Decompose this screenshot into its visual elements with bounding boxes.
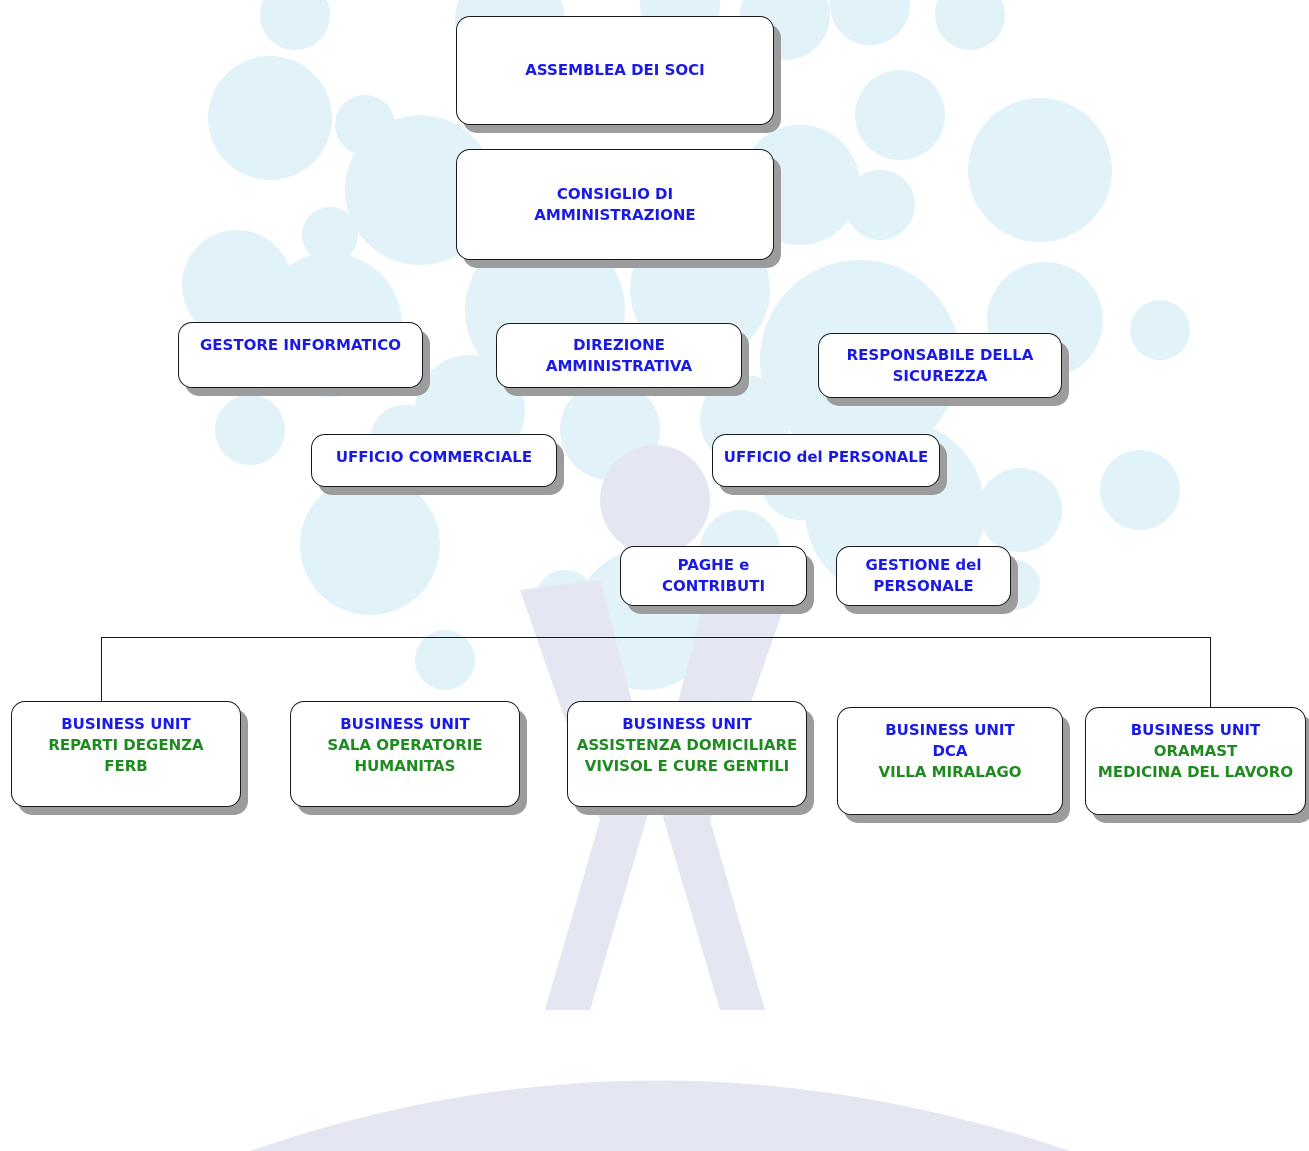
business-unit-reparti-degenza: BUSINESS UNIT REPARTI DEGENZA FERB	[11, 701, 241, 807]
business-unit-sala-operatorie: BUSINESS UNIT SALA OPERATORIE HUMANITAS	[290, 701, 520, 807]
business-unit-heading: BUSINESS UNIT	[61, 715, 191, 733]
business-unit-label: FERB	[104, 757, 148, 775]
node-assemblea-dei-soci: ASSEMBLEA DEI SOCI	[456, 16, 774, 125]
node-label: CONSIGLIO DI	[556, 184, 674, 203]
business-unit-label: ASSISTENZA DOMICILIARE	[576, 736, 798, 754]
business-unit-label: REPARTI DEGENZA	[48, 736, 204, 754]
node-label: AMMINISTRAZIONE	[534, 205, 696, 224]
business-unit-oramast: BUSINESS UNIT ORAMAST MEDICINA DEL LAVOR…	[1085, 707, 1306, 815]
figure-silhouette	[250, 445, 1070, 1151]
node-paghe-e-contributi: PAGHE e CONTRIBUTI	[620, 546, 807, 606]
node-ufficio-commerciale: UFFICIO COMMERCIALE	[311, 434, 557, 487]
node-responsabile-della-sicurezza: RESPONSABILE DELLA SICUREZZA	[818, 333, 1062, 398]
node-label: GESTORE INFORMATICO	[200, 336, 401, 354]
business-unit-label: VILLA MIRALAGO	[878, 763, 1022, 781]
business-unit-assistenza-domiciliare: BUSINESS UNIT ASSISTENZA DOMICILIARE VIV…	[567, 701, 807, 807]
node-label: SICUREZZA	[892, 366, 988, 385]
node-gestore-informatico: GESTORE INFORMATICO	[178, 322, 423, 388]
node-label: GESTIONE del	[865, 556, 982, 574]
business-unit-connector-h	[101, 637, 1211, 639]
business-unit-label: SALA OPERATORIE	[327, 736, 483, 754]
business-unit-heading: BUSINESS UNIT	[1130, 721, 1261, 739]
node-gestione-del-personale: GESTIONE del PERSONALE	[836, 546, 1011, 606]
business-unit-heading: BUSINESS UNIT	[340, 715, 470, 733]
node-label: PAGHE e	[677, 556, 750, 574]
business-unit-label: HUMANITAS	[354, 757, 456, 775]
node-label: DIREZIONE	[573, 335, 665, 354]
business-unit-label: ORAMAST	[1153, 742, 1238, 760]
business-unit-connector-right	[1210, 637, 1212, 707]
node-label: RESPONSABILE DELLA	[846, 345, 1034, 364]
node-ufficio-del-personale: UFFICIO del PERSONALE	[712, 434, 940, 487]
business-unit-label: DCA	[932, 742, 968, 760]
business-unit-heading: BUSINESS UNIT	[622, 715, 752, 733]
node-label: ASSEMBLEA DEI SOCI	[525, 61, 705, 79]
node-label: UFFICIO del PERSONALE	[723, 448, 929, 466]
business-unit-dca-villa-miralago: BUSINESS UNIT DCA VILLA MIRALAGO	[837, 707, 1063, 815]
node-direzione-amministrativa: DIREZIONE AMMINISTRATIVA	[496, 323, 742, 388]
node-label: CONTRIBUTI	[661, 577, 766, 595]
node-label: PERSONALE	[873, 577, 974, 595]
business-unit-label: VIVISOL E CURE GENTILI	[584, 757, 790, 775]
business-unit-heading: BUSINESS UNIT	[885, 721, 1015, 739]
node-label: AMMINISTRATIVA	[545, 356, 693, 375]
node-label: UFFICIO COMMERCIALE	[335, 448, 533, 466]
business-unit-label: MEDICINA DEL LAVORO	[1097, 763, 1294, 781]
node-consiglio-di-amministrazione: CONSIGLIO DI AMMINISTRAZIONE	[456, 149, 774, 260]
business-unit-connector-left	[101, 637, 103, 701]
